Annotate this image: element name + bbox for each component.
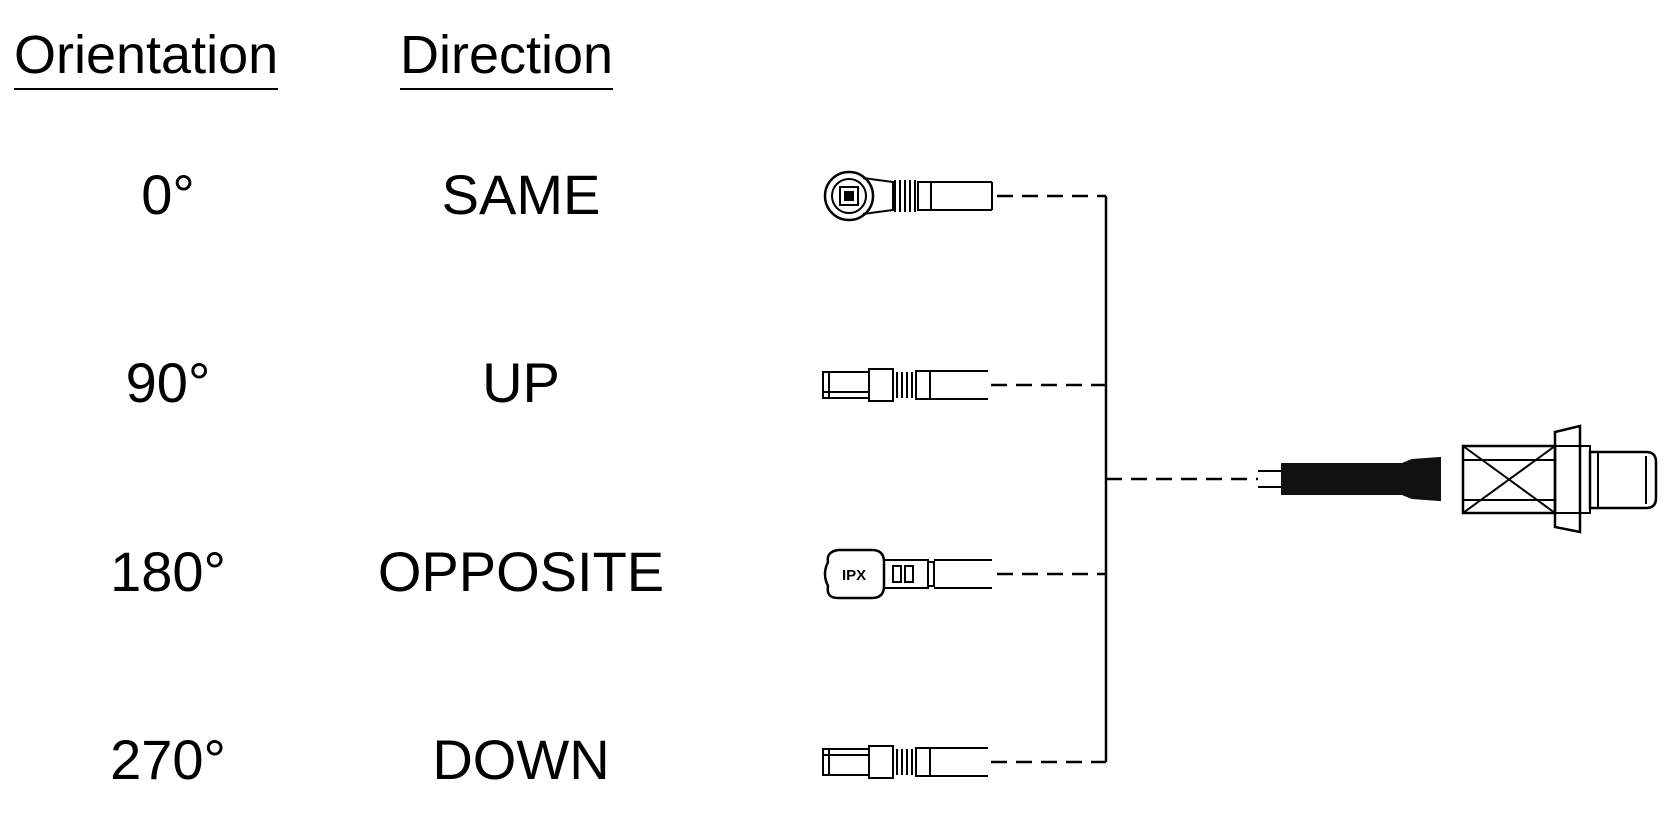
connector-270deg-icon [822,745,988,779]
direction-up: UP [482,351,560,414]
orientation-0: 0° [141,163,195,226]
orientation-header: Orientation [14,24,279,90]
direction-down: DOWN [432,728,610,791]
ipx-marking: IPX [842,567,866,584]
direction-same: SAME [441,163,601,226]
connector-90deg-icon [822,368,988,402]
bulkhead-connector-icon [1258,424,1658,534]
dashed-wiring [991,194,1258,764]
orientation-90: 90° [125,351,211,414]
direction-header: Direction [400,24,614,90]
direction-opposite: OPPOSITE [377,540,665,603]
connector-180deg-icon: IPX [823,548,992,600]
connector-0deg-icon [823,170,993,222]
orientation-270: 270° [110,728,226,791]
orientation-180: 180° [110,540,226,603]
